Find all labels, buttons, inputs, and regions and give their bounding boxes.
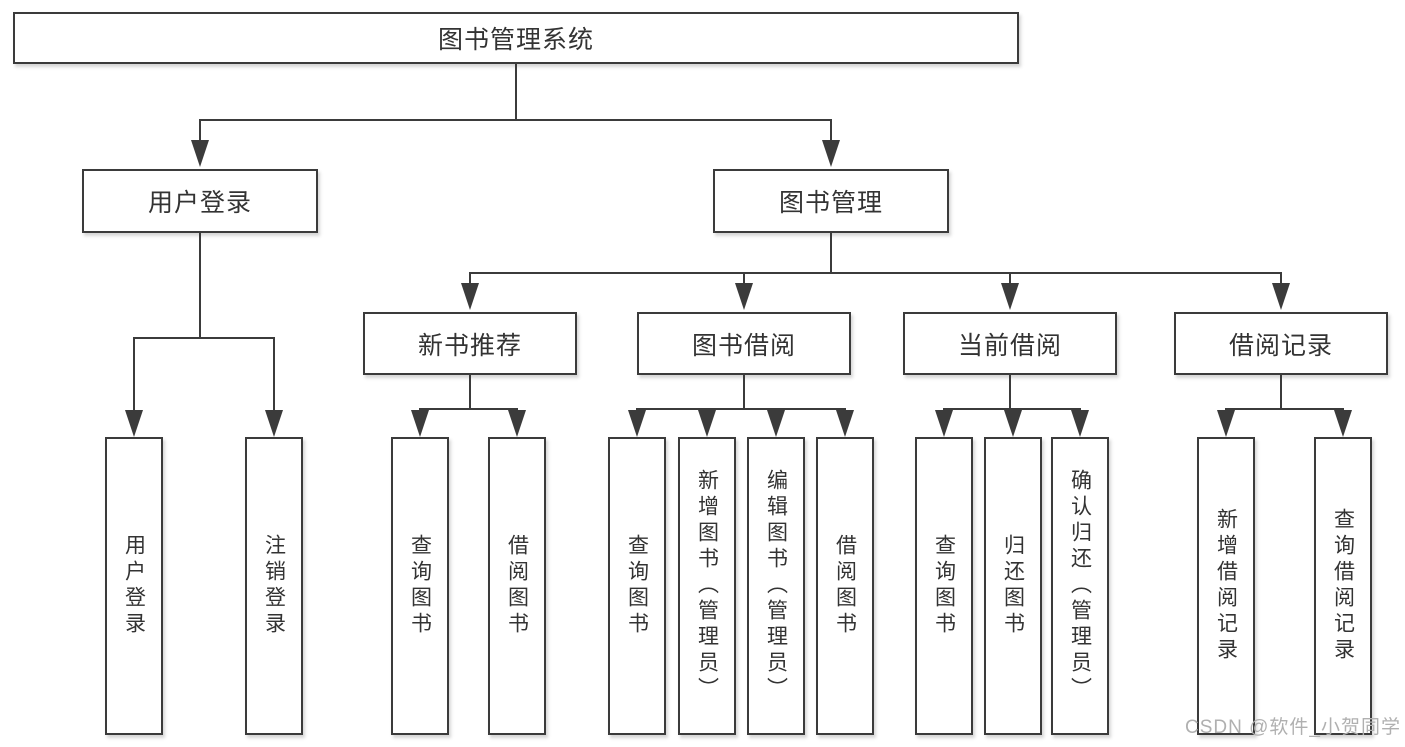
connector-drop-leaf-logout: [273, 337, 275, 412]
node-book-borrow-label: 图书借阅: [691, 331, 796, 360]
connector-drop-book-management: [830, 119, 832, 147]
connector-level2-branch: [469, 272, 1282, 274]
node-leaf-add-borrow-record: 新增借阅记录: [1197, 437, 1255, 735]
connector-borrow-records-stem: [1280, 374, 1282, 409]
arrowhead-down-icon: [822, 140, 840, 167]
node-leaf-edit-books-admin: 编辑图书（管理员）: [747, 437, 805, 735]
node-borrow-records: 借阅记录: [1174, 312, 1388, 375]
node-leaf-current-query-books-label: 查询图书: [932, 534, 956, 638]
node-leaf-edit-books-admin-label: 编辑图书（管理员）: [764, 469, 788, 703]
connector-level1-branch: [199, 119, 832, 121]
arrowhead-down-icon: [935, 410, 953, 437]
node-leaf-logout-label: 注销登录: [262, 534, 286, 638]
connector-drop-book-borrow: [743, 272, 745, 285]
connector-new-book-recommend-branch: [419, 408, 518, 410]
node-leaf-confirm-return-admin: 确认归还（管理员）: [1051, 437, 1109, 735]
node-book-borrow: 图书借阅: [637, 312, 851, 375]
csdn-watermark: CSDN @软件_小贺同学: [1185, 717, 1401, 738]
node-leaf-borrow-query-books: 查询图书: [608, 437, 666, 735]
node-user-login-branch: 用户登录: [82, 169, 318, 233]
node-leaf-recommend-query-books: 查询图书: [391, 437, 449, 735]
node-leaf-logout: 注销登录: [245, 437, 303, 735]
connector-book-borrow-stem: [743, 374, 745, 409]
connector-current-borrow-branch: [943, 408, 1081, 410]
node-leaf-recommend-borrow-books-label: 借阅图书: [505, 534, 529, 638]
arrowhead-down-icon: [628, 410, 646, 437]
arrowhead-down-icon: [698, 410, 716, 437]
arrowhead-down-icon: [461, 283, 479, 310]
arrowhead-down-icon: [1334, 410, 1352, 437]
arrowhead-down-icon: [767, 410, 785, 437]
node-leaf-add-books-admin: 新增图书（管理员）: [678, 437, 736, 735]
connector-drop-leaf-user-login: [133, 337, 135, 412]
node-new-book-recommend-label: 新书推荐: [417, 331, 522, 360]
arrowhead-down-icon: [125, 410, 143, 437]
node-borrow-records-label: 借阅记录: [1228, 331, 1333, 360]
connector-current-borrow-stem: [1009, 374, 1011, 409]
node-leaf-add-books-admin-label: 新增图书（管理员）: [695, 469, 719, 703]
node-new-book-recommend: 新书推荐: [363, 312, 577, 375]
connector-drop-new-book-recommend: [469, 272, 471, 285]
arrowhead-down-icon: [1217, 410, 1235, 437]
node-leaf-borrow-query-books-label: 查询图书: [625, 534, 649, 638]
connector-root-stem: [515, 63, 517, 120]
node-leaf-borrow-books: 借阅图书: [816, 437, 874, 735]
connector-user-login-branch: [133, 337, 275, 339]
node-leaf-query-borrow-record: 查询借阅记录: [1314, 437, 1372, 735]
arrowhead-down-icon: [735, 283, 753, 310]
node-leaf-query-borrow-record-label: 查询借阅记录: [1331, 508, 1355, 664]
arrowhead-down-icon: [836, 410, 854, 437]
arrowhead-down-icon: [1004, 410, 1022, 437]
connector-new-book-recommend-stem: [469, 374, 471, 409]
node-user-login-branch-label: 用户登录: [147, 189, 252, 217]
connector-drop-borrow-records: [1280, 272, 1282, 285]
node-leaf-return-books: 归还图书: [984, 437, 1042, 735]
node-book-management-label: 图书管理: [778, 189, 883, 217]
arrowhead-down-icon: [191, 140, 209, 167]
arrowhead-down-icon: [508, 410, 526, 437]
arrowhead-down-icon: [1272, 283, 1290, 310]
connector-book-borrow-branch: [636, 408, 846, 410]
arrowhead-down-icon: [1071, 410, 1089, 437]
node-leaf-recommend-query-books-label: 查询图书: [408, 534, 432, 638]
node-current-borrow-label: 当前借阅: [957, 331, 1062, 360]
node-leaf-current-query-books: 查询图书: [915, 437, 973, 735]
node-book-management: 图书管理: [713, 169, 949, 233]
node-leaf-add-borrow-record-label: 新增借阅记录: [1214, 508, 1238, 664]
arrowhead-down-icon: [411, 410, 429, 437]
arrowhead-down-icon: [1001, 283, 1019, 310]
node-current-borrow: 当前借阅: [903, 312, 1117, 375]
connector-user-login-stem: [199, 232, 201, 338]
node-leaf-confirm-return-admin-label: 确认归还（管理员）: [1068, 469, 1092, 703]
node-leaf-user-login-label: 用户登录: [122, 534, 146, 638]
connector-borrow-records-branch: [1225, 408, 1344, 410]
node-root: 图书管理系统: [13, 12, 1019, 64]
node-leaf-return-books-label: 归还图书: [1001, 534, 1025, 638]
node-leaf-user-login: 用户登录: [105, 437, 163, 735]
connector-drop-current-borrow: [1009, 272, 1011, 285]
node-leaf-recommend-borrow-books: 借阅图书: [488, 437, 546, 735]
connector-book-management-stem: [830, 232, 832, 274]
connector-drop-user-login: [199, 119, 201, 147]
node-leaf-borrow-books-label: 借阅图书: [833, 534, 857, 638]
arrowhead-down-icon: [265, 410, 283, 437]
node-root-label: 图书管理系统: [437, 26, 594, 54]
